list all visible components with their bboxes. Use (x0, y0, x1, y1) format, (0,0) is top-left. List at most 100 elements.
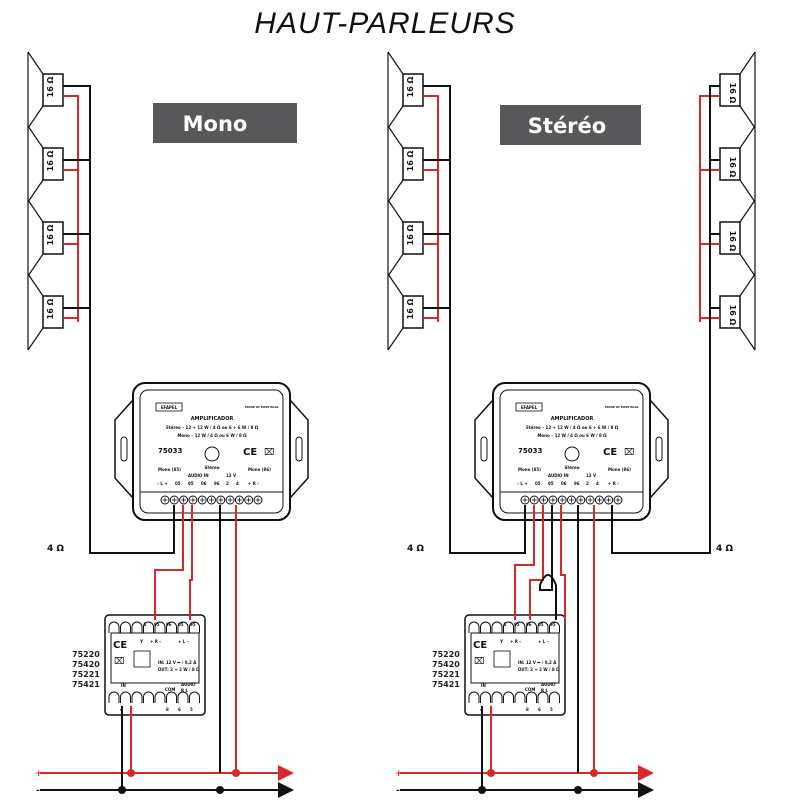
mono-label: Mono (153, 103, 297, 143)
module-screw-terminal[interactable] (468, 691, 480, 703)
module-screw-terminal[interactable] (549, 621, 560, 633)
module-terminal-label: 05 (178, 622, 184, 627)
module-screw-terminal[interactable] (108, 691, 120, 703)
amp-terminal-label: 4 (596, 481, 599, 486)
speaker-impedance: 16 Ω (46, 150, 55, 171)
module-screw-terminal[interactable] (537, 691, 549, 703)
module-y-label: Y (499, 639, 503, 644)
plus-label: + (395, 769, 403, 779)
amp-stereo-label: Stéreo (565, 465, 580, 470)
module-screw-terminal[interactable] (549, 691, 560, 703)
speaker-impedance: 16 Ω (406, 76, 415, 97)
module-screw-terminal[interactable] (189, 691, 200, 703)
module-screw-terminal[interactable] (108, 621, 120, 633)
module-spec-in: IN: 12 V ⎓ / 0,2 A (158, 660, 197, 665)
amp-terminal-label: 95 (188, 481, 194, 486)
amp-stereo-label: Stéreo (205, 465, 220, 470)
mono-label-text: Mono (183, 112, 248, 136)
speaker-column-left: 16 Ω16 Ω16 Ω16 Ω (27, 51, 64, 351)
load-label-mono: 4 Ω (47, 544, 64, 554)
module-com-label: COM (165, 687, 175, 692)
module-screw-terminal[interactable] (166, 621, 177, 633)
module-screw-terminal[interactable] (503, 691, 514, 703)
module-terminal-label: 05 (154, 622, 160, 627)
module-screw-terminal[interactable] (480, 621, 491, 633)
module-terminal-label: A (503, 622, 507, 627)
module-weee-icon: ⌧ (114, 657, 124, 667)
module-screw-terminal[interactable] (491, 621, 503, 633)
amp-power: 12 V (586, 473, 597, 478)
module-screw-terminal[interactable] (526, 621, 537, 633)
module-l-label: + L – (538, 639, 549, 644)
module-terminal-label: 5 (190, 707, 193, 712)
speaker-column-stereo-right: 16 Ω16 Ω16 Ω16 Ω (719, 51, 756, 351)
module-screw-terminal[interactable] (143, 691, 154, 703)
speaker-impedance: 16 Ω (406, 150, 415, 171)
module-screw-terminal[interactable] (526, 691, 537, 703)
module-terminal-label: 96 (166, 622, 172, 627)
module-screw-terminal[interactable] (131, 691, 143, 703)
amp-terminal-label: 05 (535, 481, 541, 486)
module-screw-terminal[interactable] (120, 691, 131, 703)
amp-mono-right: Mono (86) (608, 467, 631, 472)
module-screw-terminal[interactable] (514, 621, 526, 633)
module-screw-terminal[interactable] (491, 691, 503, 703)
amp-power: 12 V (226, 473, 237, 478)
module-screw-terminal[interactable] (537, 621, 549, 633)
stereo-wiring: 4 Ω 4 Ω (407, 85, 733, 790)
module-rl-label: R L (181, 688, 188, 693)
speaker: 16 Ω (387, 199, 424, 277)
page-title: HAUT-PARLEURS (254, 7, 515, 40)
module-screw-terminal[interactable] (480, 691, 491, 703)
module-screw-terminal[interactable] (120, 621, 131, 633)
module-terminals-top (108, 621, 200, 633)
weee-icon: ⌧ (624, 448, 634, 458)
module-screw-terminal[interactable] (468, 621, 480, 633)
module-screw-terminal[interactable] (154, 621, 166, 633)
module-screw-terminal[interactable] (166, 691, 177, 703)
module-terminal-label: 95 (190, 622, 196, 627)
amp-name: AMPLIFICADOR (551, 416, 594, 422)
speaker: 16 Ω (719, 51, 756, 129)
speaker-impedance: 16 Ω (728, 157, 737, 178)
module-screw-terminal[interactable] (154, 691, 166, 703)
amp-mono-right: Mono (86) (248, 467, 271, 472)
speaker: 16 Ω (27, 199, 64, 277)
module-screw-terminal[interactable] (514, 691, 526, 703)
speaker: 16 Ω (719, 125, 756, 203)
amp-code: 75033 (158, 447, 182, 455)
speaker-column-stereo-left: 16 Ω 16 Ω 16 Ω 16 Ω (387, 51, 424, 351)
speaker: 16 Ω (719, 273, 756, 351)
module-code: 75420 (432, 660, 460, 669)
module-terminal-label: 05 (538, 622, 544, 627)
speaker-impedance: 16 Ω (46, 224, 55, 245)
amp-audio-in: AUDIO IN (548, 473, 569, 478)
amp-terminal-row (520, 495, 623, 505)
module-screw-terminal[interactable] (177, 691, 189, 703)
speaker-impedance: 16 Ω (728, 83, 737, 104)
speaker: 16 Ω (27, 51, 64, 129)
module-terminals-bottom (468, 691, 560, 703)
module-terminal-label: 8 (526, 707, 529, 712)
module-screw-terminal[interactable] (503, 621, 514, 633)
ce-mark: CE (243, 447, 257, 458)
amp-spec-mono: Mono – 12 W / 4 Ω ou 6 W / 8 Ω (177, 433, 247, 438)
module-audio-label: AUDIO (541, 682, 556, 687)
amp-terminal-label: 05 (175, 481, 181, 486)
load-label-stereo-left: 4 Ω (407, 544, 424, 554)
module-terminal-label: 05 (514, 622, 520, 627)
speaker: 16 Ω (387, 51, 424, 129)
module-spec-out: OUT: 2 + 2 W / 8 Ω (518, 667, 560, 672)
module-terminal-label: 5 (550, 707, 553, 712)
module-screw-terminal[interactable] (177, 621, 189, 633)
module-screw-terminal[interactable] (189, 621, 200, 633)
amp-out-right: + R – (248, 481, 259, 486)
module-screw-terminal[interactable] (131, 621, 143, 633)
speaker-impedance: 16 Ω (46, 76, 55, 97)
module-in-label: IN (121, 683, 126, 688)
speaker: 16 Ω (387, 273, 424, 351)
audio-module: A 05 96 05 95 CE Y + R – + L – ⌧ IN: 12 … (72, 614, 206, 716)
module-screw-terminal[interactable] (143, 621, 154, 633)
speaker-impedance: 16 Ω (406, 298, 415, 319)
